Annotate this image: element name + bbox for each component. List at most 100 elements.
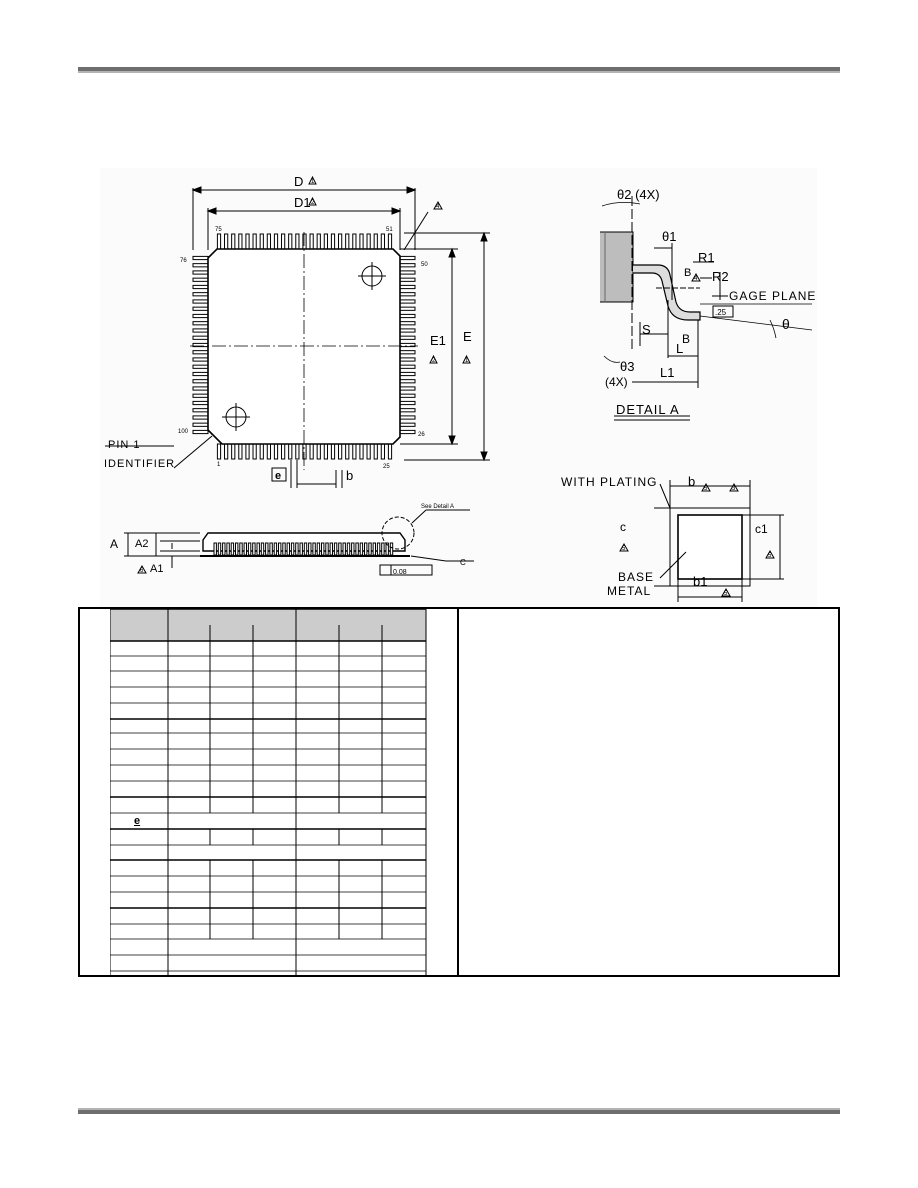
lead-width-b: b (346, 468, 353, 483)
lead-bottom (245, 443, 250, 460)
lead-left (192, 408, 209, 413)
lead-right (399, 408, 416, 413)
lead-left (192, 393, 209, 398)
side-dim-A1: A1 (150, 563, 163, 575)
lead-bottom (330, 443, 336, 460)
side-lead (308, 542, 312, 556)
lead-right (399, 328, 416, 333)
dim-D1-label: D1 (294, 195, 311, 210)
lead-top (338, 233, 343, 250)
side-lead (247, 542, 252, 556)
side-lead (252, 542, 256, 556)
side-lead (312, 542, 316, 556)
lead-left (192, 313, 209, 319)
lead-bottom (281, 443, 286, 460)
lead-right (399, 350, 416, 355)
side-lead (243, 542, 248, 556)
lead-left (192, 429, 209, 435)
lead-left (192, 422, 209, 427)
lead-bottom (380, 443, 385, 460)
detail-theta2: θ2 (4X) (617, 187, 660, 202)
lead-top (373, 233, 378, 250)
side-lead (278, 542, 282, 556)
lead-bottom (309, 443, 314, 460)
detail-theta3-count: (4X) (605, 375, 628, 389)
dim-E1-label: E1 (430, 333, 446, 348)
side-lead (217, 542, 222, 556)
lead-right (399, 429, 416, 435)
side-lead (351, 542, 355, 556)
section-b1-flag: 5 (724, 591, 728, 597)
detail-R1: R1 (698, 250, 715, 265)
lead-top (387, 233, 393, 250)
detail-B-top: B (684, 267, 691, 279)
lead-right (399, 393, 416, 398)
lead-left (192, 357, 209, 362)
detail-theta1: θ1 (662, 229, 676, 244)
lead-left (192, 292, 209, 297)
lead-bottom (288, 443, 293, 460)
side-lead (269, 542, 273, 556)
lead-right (399, 371, 416, 377)
lead-right (399, 313, 416, 319)
spec-table-frame (78, 607, 840, 977)
lead-right (399, 415, 416, 420)
pin-label-51: 51 (386, 227, 393, 233)
detail-gage-value: .25 (715, 308, 727, 317)
lead-top (288, 233, 293, 250)
lead-top (352, 233, 357, 250)
side-lead (338, 542, 342, 556)
lead-top (323, 233, 328, 250)
lead-right (399, 306, 416, 311)
base-metal-line2: METAL (607, 584, 651, 598)
side-lead (260, 542, 265, 556)
lead-bottom (316, 443, 321, 460)
side-lead (213, 542, 217, 556)
side-lead (226, 542, 230, 556)
lead-left (192, 328, 209, 333)
lead-left (192, 400, 209, 406)
lead-top (266, 233, 271, 250)
side-view (124, 509, 474, 576)
table-e-symbol: e (134, 815, 141, 827)
lead-right (399, 379, 416, 384)
lead-top (259, 233, 264, 250)
lead-right (399, 386, 416, 391)
side-lead (316, 542, 321, 556)
side-lead (273, 542, 278, 556)
detail-a (600, 196, 813, 421)
side-dim-A: A (110, 537, 118, 551)
side-lead (342, 542, 346, 556)
pin-label-1: 1 (217, 462, 221, 468)
lead-left (192, 263, 209, 268)
dim-D-label: D (294, 174, 303, 189)
side-lead (346, 542, 351, 556)
lead-left (192, 306, 209, 311)
lead-bottom (295, 443, 300, 460)
lead-bottom (266, 443, 271, 460)
section-c-flag: 5 (622, 546, 626, 552)
side-lead (329, 542, 334, 556)
side-dim-A1-flag: 6 (140, 568, 144, 574)
section-b-flag-2: 3 (732, 486, 736, 492)
lead-right (399, 364, 416, 369)
section-b-flag-1: 5 (704, 486, 708, 492)
table-header-shade (110, 609, 426, 641)
pin-label-26: 26 (418, 432, 425, 438)
pin1-label-line1: PIN 1 (108, 439, 141, 451)
lead-bottom (323, 443, 328, 460)
pin-label-75: 75 (215, 227, 222, 233)
lead-bottom (259, 443, 264, 460)
lead-right (399, 263, 416, 268)
lead-bottom (252, 443, 257, 460)
detail-theta: θ (782, 316, 790, 332)
coplanarity-frame (379, 564, 433, 576)
detail-a-callout (381, 516, 415, 550)
base-metal-line1: BASE (618, 570, 654, 584)
lead-left (192, 284, 209, 290)
dim-E-label: E (463, 329, 472, 344)
section-bb (619, 480, 784, 602)
datum-c: C (460, 558, 466, 567)
side-lead (235, 542, 239, 556)
base-metal-core (677, 514, 743, 580)
